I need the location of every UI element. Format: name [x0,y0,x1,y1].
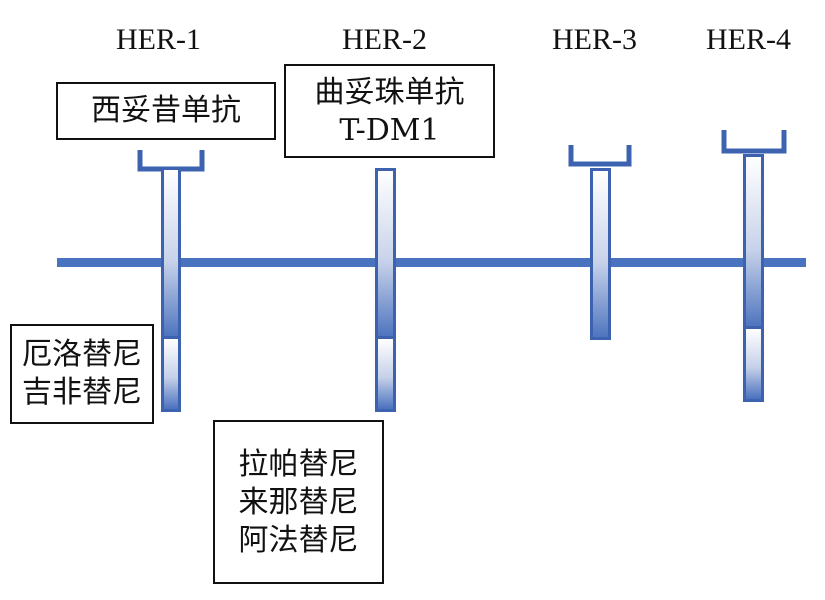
her2-antibody-box: 曲妥珠单抗 T-DM1 [284,64,495,158]
receptor-label-her3: HER-3 [552,23,637,56]
her1-antibody-name: 西妥昔单抗 [91,93,241,128]
her2-adc-name: T-DM1 [339,113,440,148]
her4-ligand-cap [721,130,787,154]
gefitinib-name: 吉非替尼 [22,375,142,410]
her1-tki-box: 厄洛替尼 吉非替尼 [10,324,154,424]
her3-ligand-cap [568,145,632,167]
her1-antibody-box: 西妥昔单抗 [56,82,276,140]
her1-extracellular-domain [161,167,181,339]
afatinib-name: 阿法替尼 [238,523,359,558]
her2-extracellular-domain [375,168,396,339]
her1-kinase-domain [161,339,181,412]
lapatinib-name: 拉帕替尼 [238,447,359,482]
her2-tki-box: 拉帕替尼 来那替尼 阿法替尼 [213,420,384,584]
erlotinib-name: 厄洛替尼 [22,337,142,372]
cell-membrane [57,258,806,267]
neratinib-name: 来那替尼 [238,485,359,520]
receptor-label-her1: HER-1 [116,23,201,56]
her4-kinase-domain [743,329,764,402]
her3-receptor-body [590,168,611,340]
her2-kinase-domain [375,339,396,412]
her4-extracellular-domain [743,154,764,329]
her2-antibody-name: 曲妥珠单抗 [314,75,465,110]
receptor-label-her2: HER-2 [342,23,427,56]
receptor-label-her4: HER-4 [706,23,791,56]
